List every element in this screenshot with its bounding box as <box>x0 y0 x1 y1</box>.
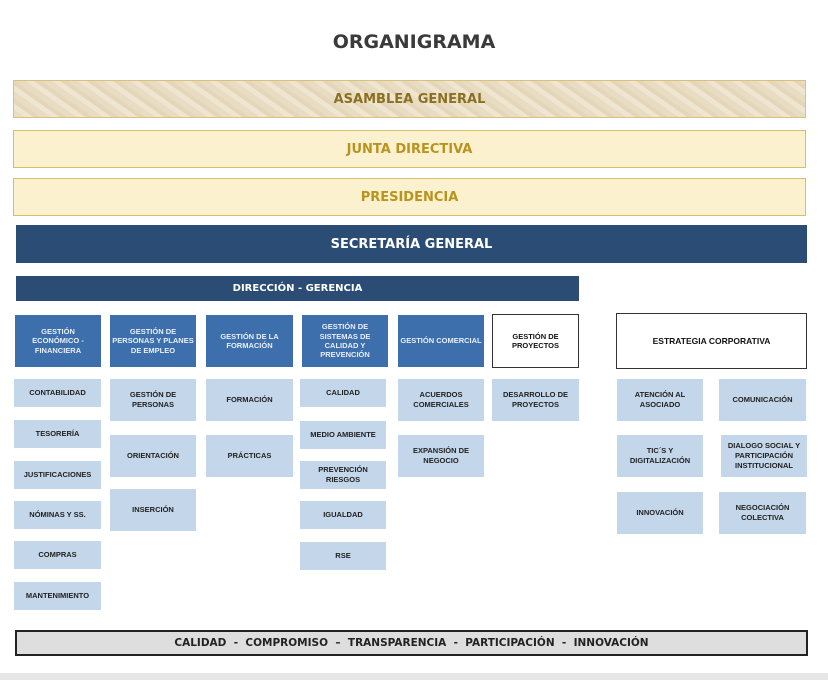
header-gestion-formacion: GESTIÓN DE LA FORMACIÓN <box>206 315 293 367</box>
item-nominas: NÓMINAS Y SS. <box>14 501 101 529</box>
item-igualdad: IGUALDAD <box>300 501 386 529</box>
header-gestion-calidad: GESTIÓN DE SISTEMAS DE CALIDAD Y PREVENC… <box>302 315 388 367</box>
item-negociacion-colectiva: NEGOCIACIÓN COLECTIVA <box>719 492 806 534</box>
value-transparencia: TRANSPARENCIA <box>347 637 447 649</box>
direccion-gerencia-box: DIRECCIÓN - GERENCIA <box>16 276 579 301</box>
value-innovacion: INNOVACIÓN <box>573 637 649 649</box>
item-calidad: CALIDAD <box>300 379 386 407</box>
item-innovacion: INNOVACIÓN <box>617 492 703 534</box>
item-gestion-personas: GESTIÓN DE PERSONAS <box>110 379 196 421</box>
page-title: ORGANIGRAMA <box>332 31 496 53</box>
item-medio-ambiente: MEDIO AMBIENTE <box>300 421 386 449</box>
presidencia-box: PRESIDENCIA <box>13 178 806 216</box>
item-practicas: PRÁCTICAS <box>206 435 293 477</box>
item-orientacion: ORIENTACIÓN <box>110 435 196 477</box>
values-bar: CALIDAD - COMPROMISO – TRANSPARENCIA - P… <box>15 630 808 656</box>
separator: - <box>226 637 246 649</box>
separator: - <box>554 637 574 649</box>
item-compras: COMPRAS <box>14 541 101 569</box>
header-estrategia-corporativa: ESTRATEGIA CORPORATIVA <box>616 313 807 369</box>
item-justificaciones: JUSTIFICACIONES <box>14 461 101 489</box>
item-atencion-asociado: ATENCIÓN AL ASOCIADO <box>617 379 703 421</box>
item-rse: RSE <box>300 542 386 570</box>
header-gestion-economica: GESTIÓN ECONÓMICO - FINANCIERA <box>15 315 101 367</box>
separator: – <box>328 637 348 649</box>
page-bottom-edge <box>0 673 828 680</box>
header-gestion-personas: GESTIÓN DE PERSONAS Y PLANES DE EMPLEO <box>110 315 196 367</box>
item-tesoreria: TESORERÍA <box>14 420 101 448</box>
asamblea-general-box: ASAMBLEA GENERAL <box>13 80 806 118</box>
item-contabilidad: CONTABILIDAD <box>14 379 101 407</box>
item-expansion-negocio: EXPANSIÓN DE NEGOCIO <box>398 435 484 477</box>
secretaria-general-box: SECRETARÍA GENERAL <box>16 225 807 263</box>
value-calidad: CALIDAD <box>174 637 227 649</box>
item-comunicacion: COMUNICACIÓN <box>719 379 806 421</box>
item-formacion: FORMACIÓN <box>206 379 293 421</box>
header-gestion-proyectos: GESTIÓN DE PROYECTOS <box>492 314 579 368</box>
junta-directiva-box: JUNTA DIRECTIVA <box>13 130 806 168</box>
item-insercion: INSERCIÓN <box>110 489 196 531</box>
item-prevencion-riesgos: PREVENCIÓN RIESGOS <box>300 461 386 489</box>
value-compromiso: COMPROMISO <box>245 637 329 649</box>
item-acuerdos-comerciales: ACUERDOS COMERCIALES <box>398 379 484 421</box>
item-dialogo-social: DIALOGO SOCIAL Y PARTICIPACIÓN INSTITUCI… <box>721 435 807 477</box>
header-gestion-comercial: GESTIÓN COMERCIAL <box>398 315 484 367</box>
item-desarrollo-proyectos: DESARROLLO DE PROYECTOS <box>492 379 579 421</box>
item-tics-digitalizacion: TIC´S Y DIGITALIZACIÓN <box>617 435 703 477</box>
value-participacion: PARTICIPACIÓN <box>465 637 555 649</box>
item-mantenimiento: MANTENIMIENTO <box>14 582 101 610</box>
separator: - <box>446 637 466 649</box>
